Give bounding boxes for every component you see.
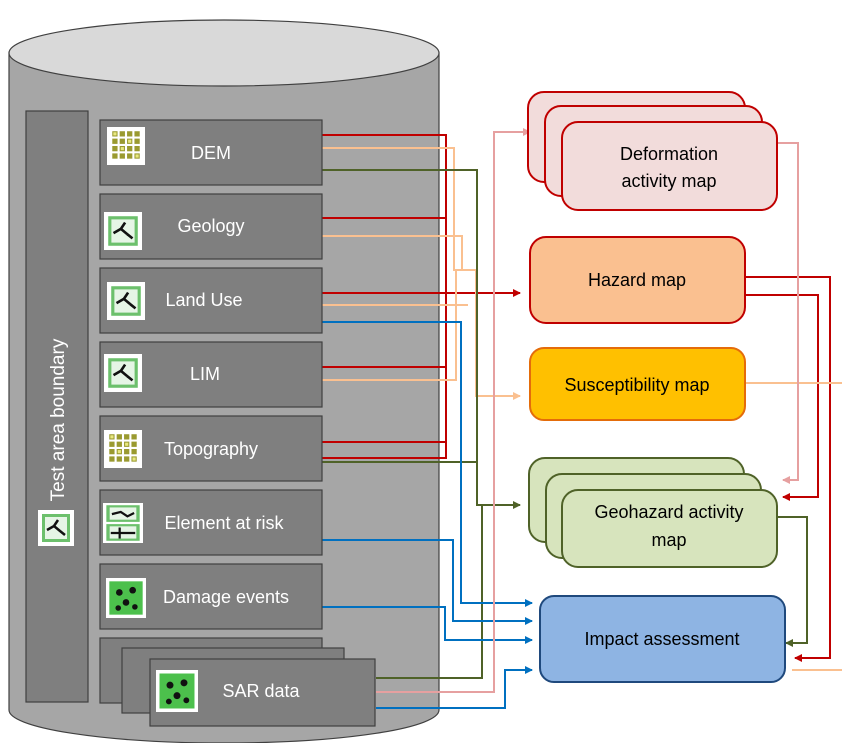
layer-lim[interactable]: LIM: [99, 341, 323, 408]
test-area-boundary[interactable]: Test area boundary: [25, 110, 89, 703]
connector-lines: [322, 128, 842, 709]
layer-sar-data[interactable]: SAR data: [99, 637, 376, 727]
layer-damage-events[interactable]: Damage events: [99, 563, 323, 630]
boundary-polygon-icon: [38, 510, 74, 546]
vector-lines-icon: [103, 501, 143, 545]
deformation-line2: activity map: [621, 171, 716, 191]
susceptibility-map[interactable]: Susceptibility map: [529, 347, 746, 421]
layer-element-at-risk[interactable]: Element at risk: [99, 489, 323, 556]
geohazard-line1: Geohazard activity: [594, 502, 743, 522]
vector-polygon-icon: [104, 212, 142, 250]
layer-label: DEM: [191, 143, 231, 163]
layer-label: Element at risk: [164, 513, 284, 533]
susceptibility-label: Susceptibility map: [564, 375, 709, 395]
layer-label: SAR data: [222, 681, 300, 701]
geohazard-activity-map[interactable]: Geohazard activity map: [528, 457, 778, 568]
layer-label: Topography: [164, 439, 258, 459]
layer-land-use[interactable]: Land Use: [99, 267, 323, 334]
layer-topography[interactable]: Topography: [99, 415, 323, 482]
layer-geology[interactable]: Geology: [99, 193, 323, 260]
point-features-icon: [156, 670, 198, 712]
hazard-label: Hazard map: [588, 270, 686, 290]
layer-label: Geology: [177, 216, 244, 236]
layer-label: Land Use: [165, 290, 242, 310]
blue-connectors: [322, 321, 533, 644]
deformation-activity-map[interactable]: Deformation activity map: [527, 91, 778, 211]
hazard-map[interactable]: Hazard map: [529, 236, 746, 324]
impact-assessment[interactable]: Impact assessment: [539, 595, 786, 683]
impact-label: Impact assessment: [584, 629, 739, 649]
deformation-line1: Deformation: [620, 144, 718, 164]
layer-label: LIM: [190, 364, 220, 384]
geohazard-line2: map: [651, 530, 686, 550]
vector-polygon-icon: [105, 282, 147, 320]
layer-label: Damage events: [163, 587, 289, 607]
blue-connectors-sar: [376, 666, 533, 709]
red-connectors: [322, 134, 831, 662]
point-features-icon: [106, 578, 146, 618]
test-area-boundary-label: Test area boundary: [48, 338, 69, 501]
layer-dem[interactable]: DEM: [99, 119, 323, 186]
green-connectors: [322, 169, 808, 679]
vector-polygon-icon: [104, 354, 142, 392]
grid-raster-icon: [104, 430, 142, 468]
grid-raster-icon: [107, 127, 145, 165]
pink-connectors: [376, 128, 799, 693]
